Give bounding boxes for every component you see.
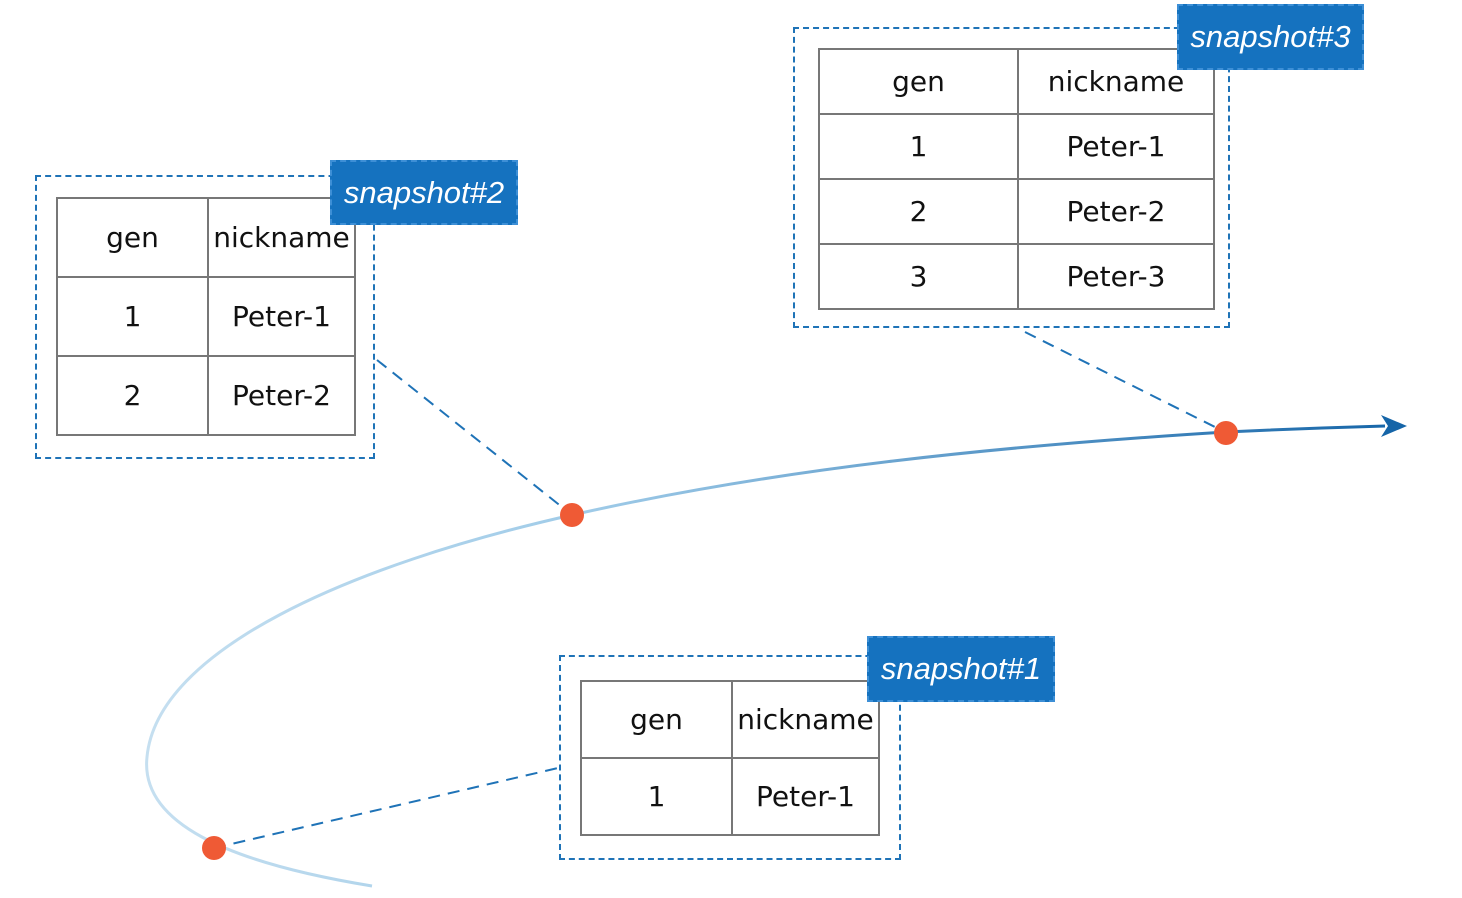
column-header-nickname: nickname [1017,48,1215,115]
snapshot-2-frame [35,175,375,459]
arrow-head-icon [1381,415,1407,437]
snapshot-3-connector [1024,331,1226,433]
timeline-point-icon [202,836,226,860]
cell-gen: 1 [818,113,1019,180]
column-header-gen: gen [818,48,1019,115]
table-header-row: gen nickname [580,680,880,759]
cell-nickname: Peter-3 [1017,243,1215,310]
snapshot-2-connector [376,359,573,516]
table-row: 2 Peter-2 [56,355,356,436]
table-header-row: gen nickname [818,48,1215,115]
snapshot-1-frame [559,655,901,860]
snapshot-2-table: gen nickname 1 Peter-1 2 Peter-2 [56,197,356,436]
cell-gen: 2 [56,355,209,436]
table-row: 3 Peter-3 [818,243,1215,310]
snapshot-3-frame [793,27,1230,328]
table-row: 1 Peter-1 [818,113,1215,180]
column-header-gen: gen [580,680,733,759]
table-row: 1 Peter-1 [580,757,880,836]
cell-nickname: Peter-1 [207,276,356,357]
cell-gen: 1 [56,276,209,357]
column-header-nickname: nickname [731,680,880,759]
snapshot-1-table: gen nickname 1 Peter-1 [580,680,880,836]
table-header-row: gen nickname [56,197,356,278]
snapshot-3-tag: snapshot#3 [1177,4,1364,70]
cell-gen: 3 [818,243,1019,310]
snapshot-1-tag: snapshot#1 [867,636,1055,702]
cell-nickname: Peter-2 [207,355,356,436]
cell-nickname: Peter-1 [731,757,880,836]
cell-gen: 1 [580,757,733,836]
snapshot-3-table: gen nickname 1 Peter-1 2 Peter-2 3 Peter… [818,48,1215,310]
cell-nickname: Peter-2 [1017,178,1215,245]
cell-nickname: Peter-1 [1017,113,1215,180]
table-row: 1 Peter-1 [56,276,356,357]
timeline-point-icon [1214,421,1238,445]
snapshot-1-connector [213,767,559,849]
snapshot-2-tag: snapshot#2 [330,160,518,225]
column-header-gen: gen [56,197,209,278]
table-row: 2 Peter-2 [818,178,1215,245]
cell-gen: 2 [818,178,1019,245]
timeline-point-icon [560,503,584,527]
